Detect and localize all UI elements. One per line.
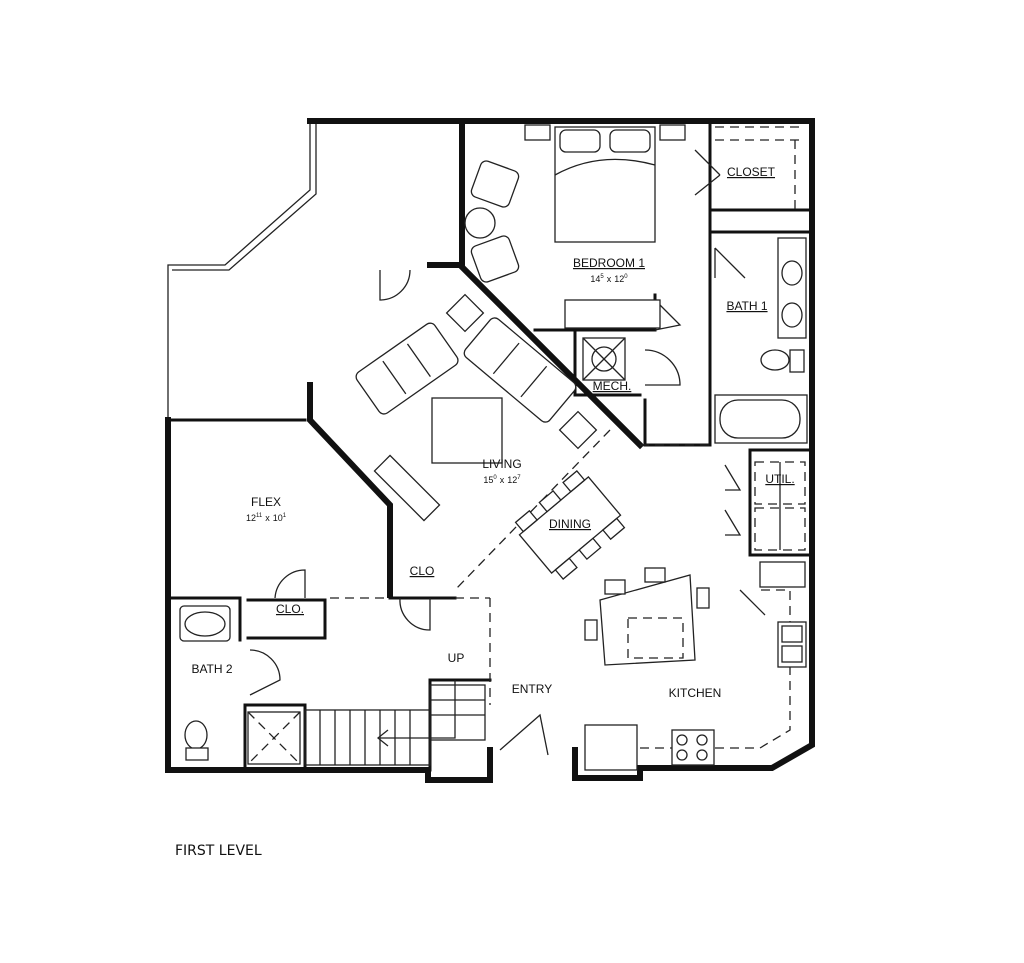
mech-unit [582,337,626,381]
bath1-fixtures [714,237,808,444]
label-util: UTIL. [765,472,794,486]
label-living: LIVING [482,457,521,471]
dining-set [514,470,626,580]
kitchen-counters [584,561,807,771]
label-closet: CLOSET [727,165,776,179]
label-clo-hall: CLO. [276,602,304,616]
kitchen-island [584,567,710,666]
label-dining: DINING [549,517,591,531]
label-bath2: BATH 2 [191,662,232,676]
label-kitchen: KITCHEN [669,686,722,700]
bath2-fixtures [179,605,301,765]
label-flex: FLEX [251,495,281,509]
label-clo-small: CLO [410,564,435,578]
label-bath1: BATH 1 [726,299,767,313]
closet-shelving [715,126,805,210]
interior-walls [166,119,814,772]
caption-first-level: FIRST LEVEL [175,843,262,859]
exterior-walls [165,118,815,783]
label-bedroom1: BEDROOM 1 [573,256,645,270]
bedroom-furniture [464,124,686,329]
label-up: UP [448,651,465,665]
stairs [304,680,486,766]
label-entry: ENTRY [512,682,552,696]
dashed-openings [330,429,791,749]
patio-outline [167,120,317,421]
util-washer-dryer [754,461,806,551]
label-mech: MECH. [593,379,632,393]
living-furniture [355,293,598,522]
doors [249,149,776,756]
